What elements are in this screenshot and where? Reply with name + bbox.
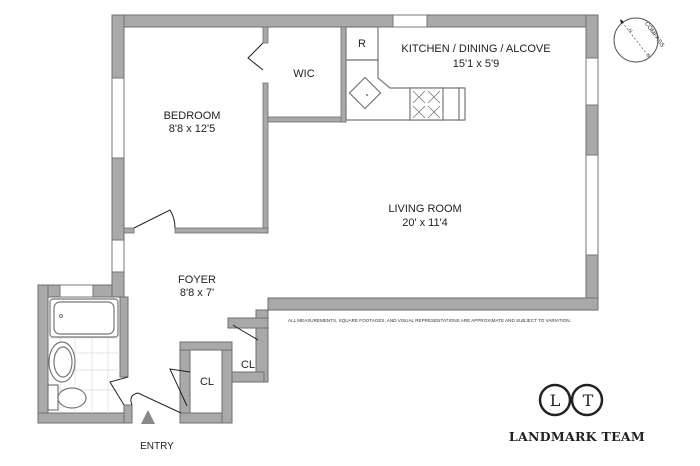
bedroom-size: 8'8 x 12'5 (169, 123, 215, 135)
toilet (57, 387, 87, 409)
doors (109, 42, 264, 414)
bathroom-fixtures (47, 298, 120, 413)
logo-letter-l: L (550, 391, 561, 410)
stove (409, 87, 444, 121)
entry-label: ENTRY (140, 441, 174, 452)
entry-arrow-icon (141, 410, 155, 424)
toilet-tank (47, 384, 59, 411)
closet-label: CL (241, 359, 255, 371)
kitchen-size: 15'1 x 5'9 (453, 58, 499, 70)
sink (348, 76, 382, 110)
refrigerator-label: R (358, 38, 366, 50)
disclaimer: ALL MEASUREMENTS, SQUARE FOOTAGES, AND V… (288, 318, 571, 323)
logo-name: LANDMARK TEAM (509, 429, 645, 444)
wic-label: WIC (293, 68, 314, 80)
bedroom-label: BEDROOM (164, 110, 221, 122)
exterior-walls (37, 14, 599, 424)
closet-label: CL (200, 376, 214, 388)
living-room-label: LIVING ROOM (388, 203, 461, 215)
windows (59, 14, 599, 298)
foyer-size: 8'8 x 7' (180, 287, 214, 299)
landmark-team-logo (538, 383, 604, 417)
compass-north: N (626, 28, 633, 35)
interior-walls (123, 26, 347, 234)
kitchen-label: KITCHEN / DINING / ALCOVE (401, 43, 550, 55)
refrigerator (345, 26, 379, 61)
foyer-label: FOYER (178, 274, 216, 286)
living-room-size: 20' x 11'4 (402, 217, 448, 229)
compass-south: S (644, 53, 651, 60)
compass-icon (613, 17, 659, 63)
kitchen-fixtures (345, 26, 466, 121)
logo-letter-t: T (583, 391, 594, 410)
